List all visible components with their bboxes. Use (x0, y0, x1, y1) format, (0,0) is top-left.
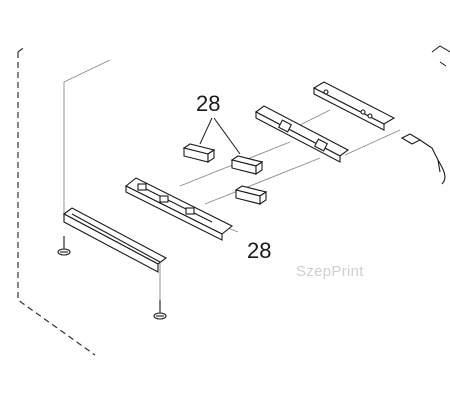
screw-left (57, 236, 71, 256)
callout-label-28-bottom: 28 (247, 238, 272, 263)
connector-cable (400, 133, 446, 185)
watermark: SzepPrint (296, 263, 364, 280)
corner-fragment (431, 45, 450, 67)
upper-guide-rail (312, 81, 396, 131)
pad-part-28-a (182, 143, 216, 164)
middle-rail (254, 105, 350, 163)
lower-carriage (124, 177, 234, 241)
pad-part-28-b (230, 155, 264, 176)
pad-part-28-c (234, 185, 268, 206)
screw-bottom (153, 300, 167, 320)
housing-outline (17, 45, 96, 356)
callout-label-28-top: 28 (196, 91, 221, 116)
front-bar (62, 207, 168, 273)
callout-arrows (199, 117, 241, 155)
